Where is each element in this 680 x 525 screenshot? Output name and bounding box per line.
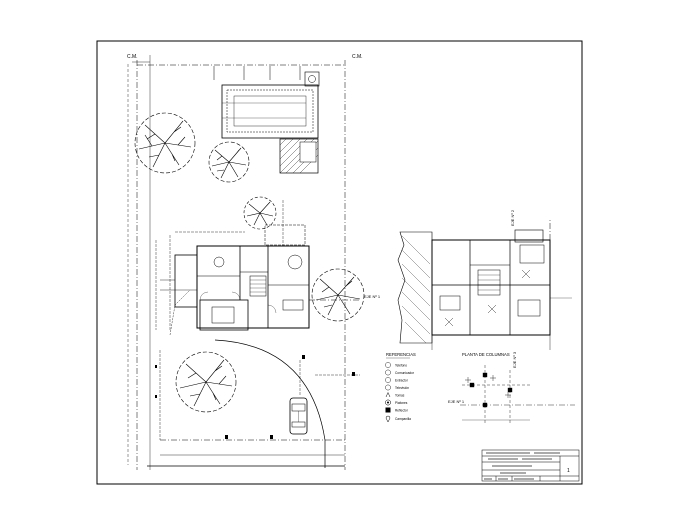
- legend: REFERENCIAS Teléfono Comunicador Extract…: [385, 352, 416, 423]
- legend-item: Campanilla: [385, 415, 411, 423]
- label-eje-1-site: EJE Nº 1: [364, 294, 381, 299]
- pool: [221, 71, 320, 139]
- legend-item: Plafones: [385, 399, 408, 406]
- legend-item-label: Reflector: [395, 409, 409, 413]
- label-eje-1-plan: EJE Nº 1: [448, 399, 465, 404]
- sheet-border: [96, 40, 583, 485]
- ceiling-light-symbol-icon: [385, 399, 391, 406]
- spotlight-symbol-icon: [385, 415, 391, 423]
- house-floor-plan: [155, 200, 360, 336]
- columns-grid: [460, 365, 575, 425]
- extractor-symbol-icon: [385, 377, 391, 383]
- intercom-symbol-icon: [385, 369, 391, 376]
- tree-symbol: [311, 268, 365, 322]
- label-eje-3: EJE Nº 3: [512, 351, 517, 368]
- car-symbol: [289, 397, 308, 435]
- legend-item: Teléfono: [385, 362, 407, 368]
- tree-symbol: [134, 112, 196, 174]
- telephone-symbol-icon: [385, 362, 391, 368]
- label-cm-right: C.M.: [352, 54, 363, 60]
- reflector-symbol-icon: [385, 407, 391, 413]
- label-cm-left: C.M.: [127, 54, 138, 60]
- legend-item: Reflector: [385, 407, 409, 413]
- tree-symbol: [243, 196, 277, 230]
- tree-symbols: [134, 112, 365, 413]
- label-eje-2: EJE Nº 2: [510, 209, 515, 226]
- columns-plan-title: PLANTA DE COLUMNAS: [462, 352, 510, 357]
- legend-item-label: Tomas: [395, 394, 405, 398]
- site-fixtures: [155, 355, 355, 439]
- legend-item-label: Teléfono: [395, 364, 407, 368]
- legend-item-label: Campanilla: [395, 417, 411, 421]
- driveway: [147, 339, 360, 468]
- legend-item-label: Televisión: [395, 386, 409, 390]
- upper-floor-plan: [397, 220, 572, 350]
- title-block: [481, 449, 580, 482]
- site-plan: [127, 55, 360, 470]
- television-symbol-icon: [385, 384, 391, 391]
- legend-item: Extractor: [385, 377, 409, 383]
- outlet-symbol-icon: [385, 391, 391, 398]
- sheet-number: 1: [567, 468, 570, 474]
- tree-symbol: [175, 351, 237, 413]
- legend-item-label: Comunicador: [395, 371, 415, 375]
- pool-shed: [279, 138, 319, 174]
- legend-item-label: Plafones: [395, 401, 408, 405]
- ceiling-light-dot: [387, 401, 389, 404]
- legend-item: Televisión: [385, 384, 409, 391]
- legend-title: REFERENCIAS: [386, 352, 416, 357]
- tree-symbol: [208, 141, 250, 183]
- legend-item-label: Extractor: [395, 379, 409, 383]
- legend-item: Tomas: [385, 391, 405, 398]
- legend-item: Comunicador: [385, 369, 415, 376]
